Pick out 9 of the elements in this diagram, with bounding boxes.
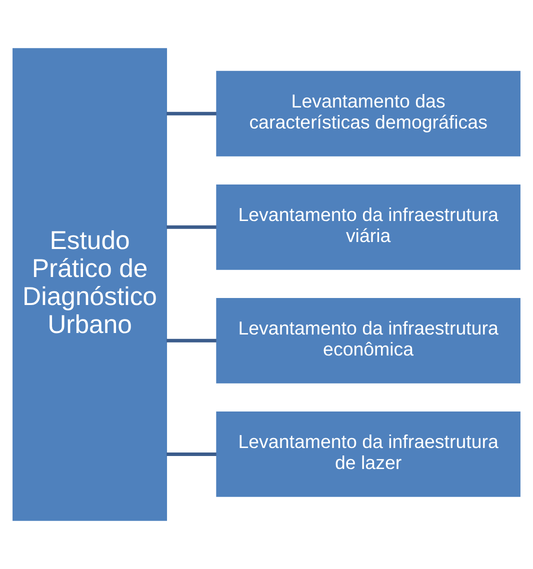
connector — [166, 225, 216, 229]
connector — [166, 112, 216, 116]
node-box: Levantamento da infraestrutura de lazer — [216, 411, 520, 497]
node-box: Levantamento da infraestrutura viária — [216, 184, 520, 270]
node-box: Levantamento da infraestrutura econômica — [216, 298, 520, 384]
connector — [166, 338, 216, 342]
node-box: Levantamento das características demográficas — [216, 70, 520, 156]
connector — [166, 452, 216, 456]
node-box: Estudo Prático de Diagnóstico Urbano — [12, 48, 168, 521]
